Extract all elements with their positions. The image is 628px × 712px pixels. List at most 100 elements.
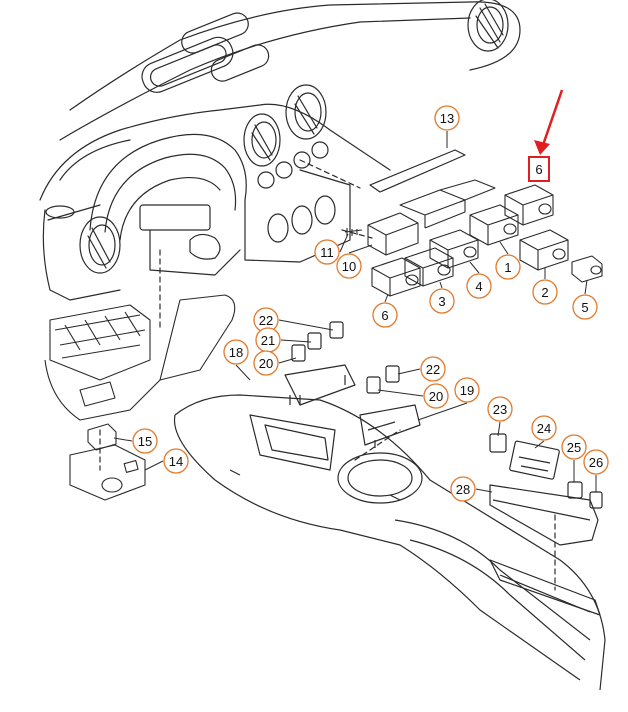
leader-line-c1	[499, 241, 509, 255]
callout-ring	[163, 448, 189, 474]
callout-number: 22	[426, 362, 440, 377]
callout-ring	[466, 273, 492, 299]
callout-number: 20	[429, 389, 443, 404]
callout-c10: 10	[336, 253, 362, 279]
callout-ring	[450, 476, 476, 502]
leader-line-c20a	[278, 357, 297, 364]
leader-line-c20b	[377, 389, 424, 397]
callout-number: 22	[259, 313, 273, 328]
callout-c2: 2	[532, 279, 558, 305]
screw-11	[344, 228, 363, 236]
callout-number: 11	[320, 245, 334, 260]
callout-number: 15	[138, 434, 152, 449]
callout-number: 14	[169, 454, 183, 469]
center-console	[173, 321, 606, 691]
switch-2	[519, 229, 569, 271]
leader-line-c23	[497, 421, 501, 437]
leader-line-c19	[417, 402, 468, 421]
callout-ring	[132, 428, 158, 454]
callout-number: 23	[493, 402, 507, 417]
callout-number: 2	[541, 285, 548, 300]
callout-number: 21	[261, 333, 275, 348]
callout-ring	[336, 253, 362, 279]
switch-back-row	[399, 179, 496, 229]
highlight-arrow	[528, 89, 564, 182]
callout-number: 19	[460, 383, 474, 398]
callout-c25: 25	[561, 434, 587, 460]
leader-line-c3	[439, 281, 443, 289]
callout-c14: 14	[163, 448, 189, 474]
callout-c4: 4	[466, 273, 492, 299]
callout-ring	[532, 279, 558, 305]
callout-c13: 13	[434, 105, 460, 131]
knob-5	[571, 255, 603, 283]
switch-6-top	[504, 184, 554, 226]
leader-line-c5	[584, 279, 588, 295]
callout-c20a: 20	[253, 350, 279, 376]
callout-ring	[454, 377, 480, 403]
callout-c15: 15	[132, 428, 158, 454]
callout-number: 24	[537, 421, 551, 436]
callout-number: 28	[456, 482, 470, 497]
callout-ring	[429, 288, 455, 314]
leader-line-c22a	[278, 319, 334, 331]
leader-line-c21	[280, 339, 312, 343]
leader-line-c6	[384, 293, 389, 303]
callout-number: 13	[440, 111, 454, 126]
callout-ring	[487, 396, 513, 422]
callout-number: 6	[535, 162, 542, 177]
callout-number: 4	[475, 279, 482, 294]
callout-c24: 24	[531, 415, 557, 441]
leader-line-c24	[534, 440, 545, 449]
callout-c19: 19	[454, 377, 480, 403]
callout-c11: 11	[314, 239, 340, 265]
callout-ring	[583, 449, 609, 475]
callout-c26: 26	[583, 449, 609, 475]
callout-number: 10	[342, 259, 356, 274]
callout-c20b: 20	[423, 383, 449, 409]
callout-ring	[561, 434, 587, 460]
callout-number: 26	[589, 455, 603, 470]
callout-number: 1	[504, 260, 511, 275]
left-panel	[44, 294, 236, 501]
callout-ring	[495, 254, 521, 280]
callout-c5: 5	[572, 294, 598, 320]
switch-3	[404, 247, 454, 287]
callout-c22b: 22	[420, 356, 446, 382]
callout-ring	[434, 105, 460, 131]
callout-ring	[372, 302, 398, 328]
switch-10	[367, 212, 419, 256]
leader-line-c15	[113, 437, 133, 442]
callout-number: 6	[381, 308, 388, 323]
switch-cluster	[344, 179, 603, 297]
callout-c3: 3	[429, 288, 455, 314]
callout-number: 5	[581, 300, 588, 315]
callout-ring	[420, 356, 446, 382]
callout-c6top: 6	[535, 162, 542, 177]
callout-ring	[423, 383, 449, 409]
callout-ring	[531, 415, 557, 441]
switch-6-bottom	[371, 257, 421, 297]
callout-number: 20	[259, 356, 273, 371]
callout-c18: 18	[223, 339, 249, 365]
leader-line-c22b	[397, 368, 421, 375]
leader-line-c28	[475, 488, 493, 493]
callout-number: 18	[229, 345, 243, 360]
callout-c1: 1	[495, 254, 521, 280]
callout-number: 25	[567, 440, 581, 455]
callout-ring	[253, 350, 279, 376]
leader-line-c11	[339, 233, 349, 253]
leader-line-c14	[144, 460, 164, 471]
dashboard-outline	[39, 0, 556, 591]
callout-ring	[223, 339, 249, 365]
callout-c23: 23	[487, 396, 513, 422]
leader-line-c18	[235, 364, 251, 381]
callout-c21: 21	[255, 327, 281, 353]
callout-number: 3	[438, 294, 445, 309]
leader-line-c10	[348, 244, 373, 254]
callout-c6: 6	[372, 302, 398, 328]
callout-ring	[314, 239, 340, 265]
